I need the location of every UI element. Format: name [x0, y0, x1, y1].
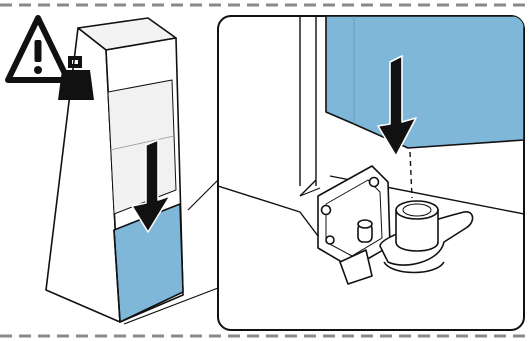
upper-door-panel: [108, 80, 176, 214]
warning-triangle-icon: [8, 18, 68, 80]
appliance-overview: [46, 18, 183, 322]
callout-line-top: [188, 180, 218, 210]
detail-panel: [218, 16, 524, 330]
